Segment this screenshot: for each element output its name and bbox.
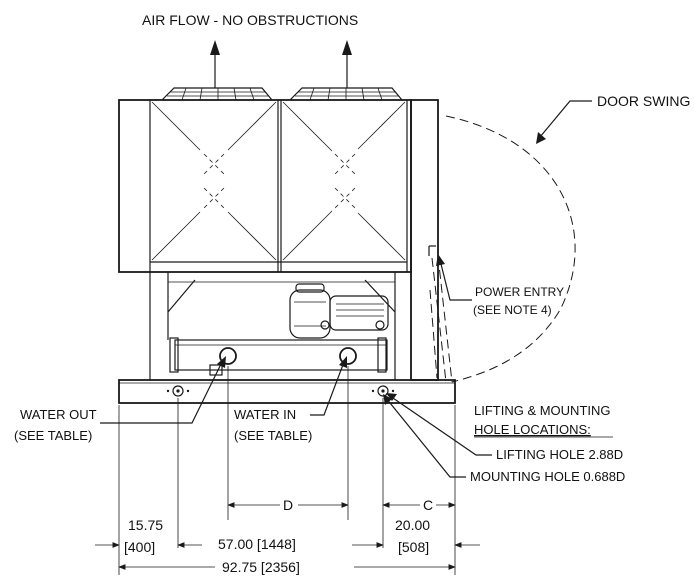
left-offset-mm: [400]	[124, 539, 155, 555]
water-in-nozzle	[339, 347, 357, 365]
base-frame-supports	[149, 272, 412, 380]
evaporator-barrel	[169, 337, 388, 376]
door-swing-leader	[539, 100, 592, 138]
power-entry-label: POWER ENTRY	[475, 285, 564, 299]
left-offset-value: 15.75	[128, 517, 163, 533]
water-in-label: WATER IN	[234, 407, 296, 422]
overall-width-value: 92.75 [2356]	[222, 559, 300, 575]
air-flow-arrow-right	[342, 40, 352, 88]
hole-locations-label: HOLE LOCATIONS:	[474, 422, 591, 437]
water-in-leader	[310, 361, 345, 416]
water-out-note: (SEE TABLE)	[14, 428, 92, 443]
mounting-hole-leader	[385, 397, 466, 478]
power-entry-note: (SEE NOTE 4)	[473, 303, 552, 317]
condenser-cabinet	[118, 99, 412, 273]
lifting-hole-right	[371, 385, 395, 397]
compressor	[289, 283, 389, 339]
lifting-hole-label: LIFTING HOLE 2.88D	[496, 447, 623, 462]
air-flow-label: AIR FLOW - NO OBSTRUCTIONS	[142, 12, 358, 28]
air-flow-arrow-left	[210, 40, 220, 88]
fan-guard-right	[289, 87, 403, 101]
right-offset-mm: [508]	[398, 539, 429, 555]
water-out-leader	[100, 361, 223, 424]
lifting-mounting-label: LIFTING & MOUNTING	[474, 403, 611, 418]
water-in-note: (SEE TABLE)	[234, 428, 312, 443]
dimension-d-label: D	[283, 497, 293, 513]
fan-guard-left	[161, 87, 273, 101]
right-offset-value: 20.00	[395, 517, 430, 533]
mounting-hole-label: MOUNTING HOLE 0.688D	[470, 469, 625, 484]
water-out-label: WATER OUT	[20, 407, 97, 422]
power-entry-leader	[439, 259, 472, 301]
lifting-hole-leader	[389, 395, 492, 456]
water-out-nozzle	[219, 347, 237, 365]
door-swing-label: DOOR SWING	[597, 93, 690, 109]
door-swing-arc	[445, 115, 576, 383]
center-span-value: 57.00 [1448]	[218, 536, 296, 552]
lifting-hole-left	[166, 385, 190, 397]
dimension-c-label: C	[423, 497, 433, 513]
base-rail	[118, 379, 456, 404]
door-hinge-dashes	[429, 255, 453, 383]
